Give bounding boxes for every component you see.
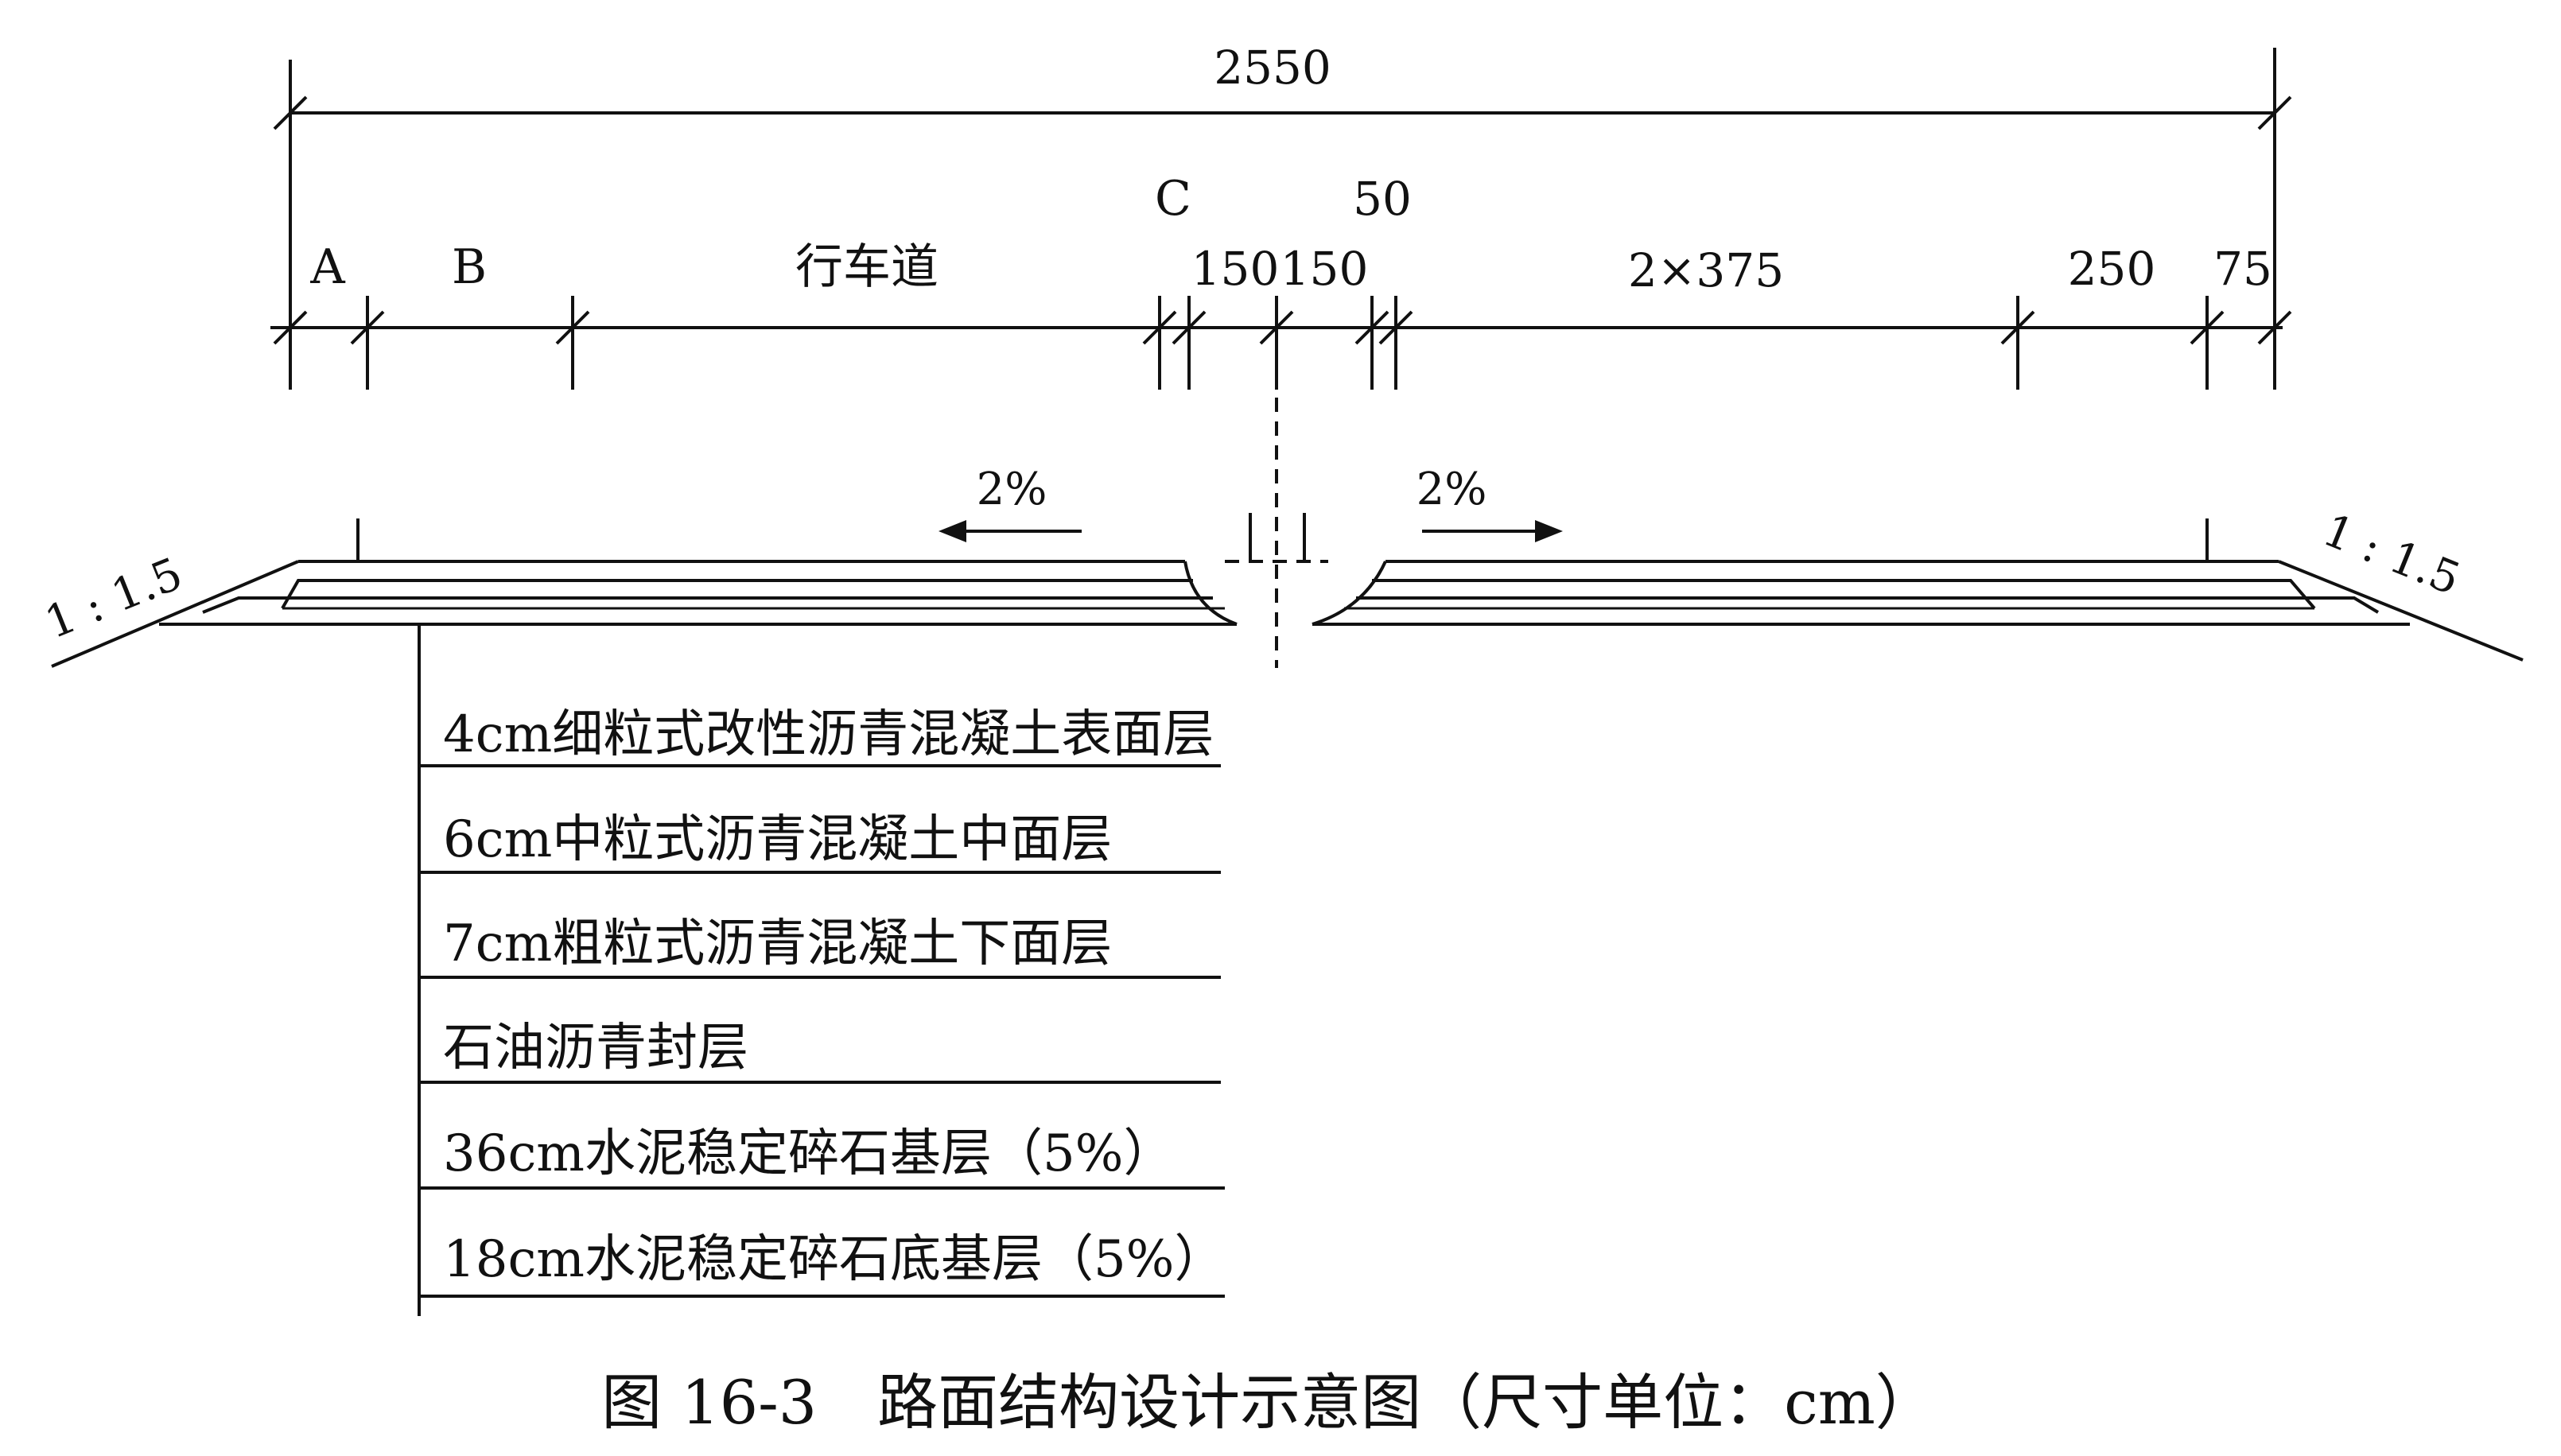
total-width-label: 2550: [1214, 41, 1331, 95]
left-side-slope-label: 1 : 1.5: [38, 548, 189, 649]
tick-mark: [2000, 310, 2035, 345]
tick-mark: [2190, 310, 2225, 345]
right-side-slope: [2278, 560, 2524, 662]
figure-caption: 图 16-3 路面结构设计示意图（尺寸单位：cm）: [601, 1367, 1936, 1438]
right-slope-label: 2%: [1417, 464, 1487, 515]
left-layer-line: [281, 579, 1193, 609]
layer-label-2: 6cm中粒式沥青混凝土中面层: [443, 810, 1112, 869]
tick-mark: [555, 310, 590, 345]
label-carriageway: 行车道: [795, 239, 939, 295]
right-layer-line: [1372, 579, 2316, 610]
right-arrowhead: [1535, 520, 1563, 542]
layer-label-5: 36cm水泥稳定碎石基层（5%）: [443, 1124, 1175, 1183]
tick-mark: [1142, 310, 1177, 345]
pavement-layer-legend: 4cm细粒式改性沥青混凝土表面层 6cm中粒式沥青混凝土中面层 7cm粗粒式沥青…: [418, 624, 1226, 1316]
tick-mark: [2257, 310, 2292, 345]
left-layer-line: [202, 596, 1213, 614]
left-cross-slope: 2%: [939, 464, 1082, 542]
label-median-50: 50: [1353, 172, 1412, 226]
tick-mark: [350, 310, 385, 345]
right-median-curve: [1312, 561, 1387, 626]
left-carriageway-section: 1 : 1.5: [38, 513, 1306, 668]
label-250: 250: [2068, 242, 2156, 296]
tick-mark: [1354, 310, 1389, 345]
label-right-150: 150: [1280, 242, 1369, 296]
total-width-dimension: 2550: [273, 41, 2292, 390]
left-median-curve: [1183, 561, 1238, 626]
left-arrowhead: [939, 520, 966, 542]
right-carriageway-section: 1 : 1.5: [1312, 504, 2524, 662]
right-side-slope-label: 1 : 1.5: [2316, 504, 2467, 605]
label-a: A: [309, 239, 345, 295]
label-left-150: 150: [1191, 242, 1280, 296]
label-75: 75: [2213, 242, 2272, 296]
left-side-slope: [51, 560, 299, 668]
layer-label-6: 18cm水泥稳定碎石底基层（5%）: [443, 1230, 1226, 1289]
tick-mark: [1259, 310, 1294, 345]
tick-mark: [273, 310, 308, 345]
tick-mark: [1378, 310, 1413, 345]
layer-label-4: 石油沥青封层: [443, 1019, 748, 1077]
component-dimensions: A B 行车道 C 150 150 50 2×375 250 75: [270, 171, 2292, 390]
tick-mark: [273, 95, 308, 130]
layer-label-1: 4cm细粒式改性沥青混凝土表面层: [443, 705, 1214, 764]
label-2x375: 2×375: [1628, 243, 1784, 297]
right-layer-line: [1356, 596, 2380, 614]
label-b: B: [452, 239, 487, 295]
tick-mark: [1172, 310, 1207, 345]
label-c: C: [1155, 171, 1191, 227]
tick-mark: [2257, 95, 2292, 130]
layer-label-3: 7cm粗粒式沥青混凝土下面层: [443, 914, 1112, 973]
left-slope-label: 2%: [977, 464, 1047, 515]
right-cross-slope: 2%: [1417, 464, 1563, 542]
